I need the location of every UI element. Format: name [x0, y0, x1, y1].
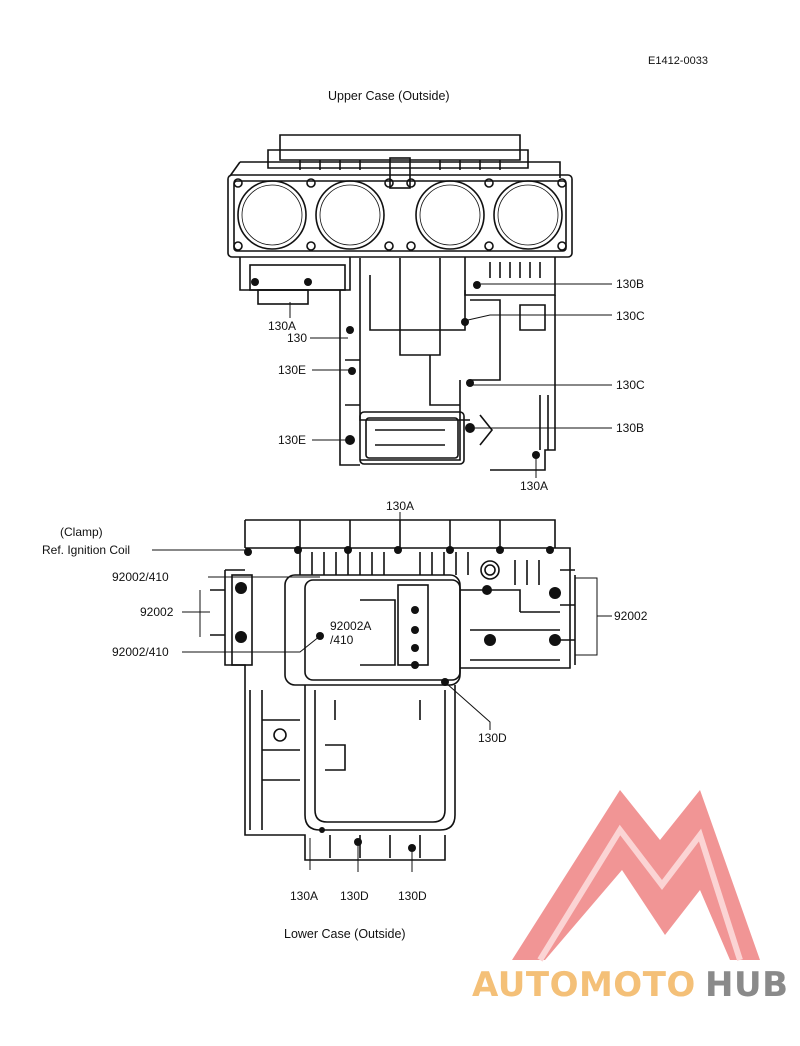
label-130b-top: 130B [616, 277, 644, 291]
upper-case-title: Upper Case (Outside) [328, 89, 450, 103]
lower-case-drawing [210, 519, 576, 861]
label-130a-lower-bottom: 130A [290, 889, 318, 903]
upper-leader-lines [289, 283, 612, 478]
label-130: 130 [287, 331, 307, 345]
lower-case-title: Lower Case (Outside) [284, 927, 406, 941]
label-92002-410-upper: 92002/410 [112, 570, 169, 584]
upper-case-drawing [227, 134, 573, 471]
label-130c-top: 130C [616, 309, 645, 323]
label-130d-bottom-2: 130D [398, 889, 427, 903]
lower-case-bolts [235, 546, 561, 852]
label-130a-bottom: 130A [520, 479, 548, 493]
label-92002-410-lower: 92002/410 [112, 645, 169, 659]
label-130a: 130A [268, 319, 296, 333]
label-130e-lower: 130E [278, 433, 306, 447]
label-ref-ignition-coil: Ref. Ignition Coil [42, 543, 130, 557]
label-130d-bottom-1: 130D [340, 889, 369, 903]
label-410: /410 [330, 633, 354, 647]
label-130d-right: 130D [478, 731, 507, 745]
logo-mark-icon [512, 790, 760, 960]
logo-text-automoto: AUTOMOTO [472, 965, 696, 1005]
lower-leader-lines [152, 512, 612, 872]
label-130e-upper: 130E [278, 363, 306, 377]
logo-text-hub: HUB [705, 965, 788, 1005]
label-130b-bottom: 130B [616, 421, 644, 435]
label-clamp: (Clamp) [60, 525, 103, 539]
label-130c-bottom: 130C [616, 378, 645, 392]
label-92002a: 92002A [330, 619, 371, 633]
label-92002-right: 92002 [614, 609, 648, 623]
automotohub-logo [512, 790, 760, 962]
upper-case-bolts [251, 278, 540, 459]
figure-code: E1412-0033 [648, 55, 708, 67]
label-92002-left: 92002 [140, 605, 174, 619]
label-130a-top: 130A [386, 499, 414, 513]
